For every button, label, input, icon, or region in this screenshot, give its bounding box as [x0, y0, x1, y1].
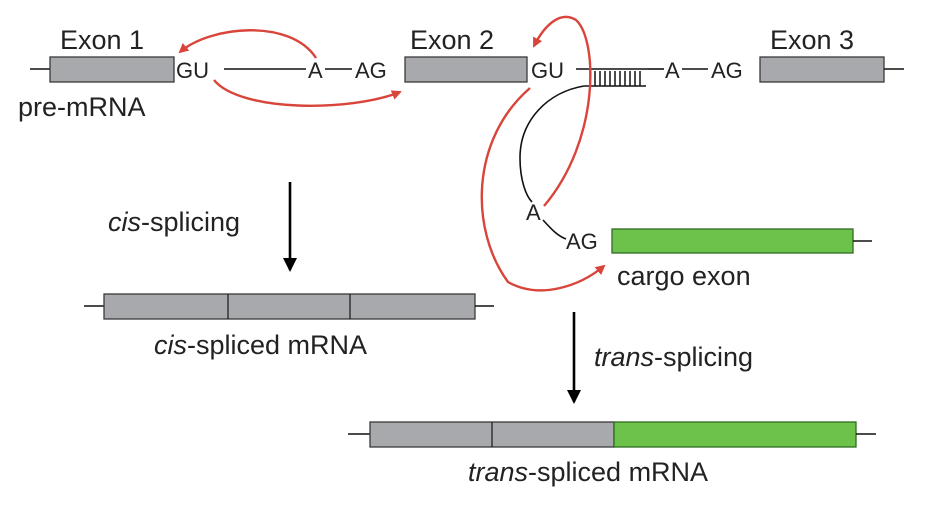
trans-splicing-label: trans-splicing: [594, 342, 753, 372]
gu-site-2: GU: [531, 58, 564, 83]
ag-site-2: AG: [711, 58, 743, 83]
trans-rna-curve-lower: [542, 219, 567, 240]
cargo-exon-label: cargo exon: [617, 261, 751, 291]
trans-ligation-arrow: [480, 87, 606, 292]
exon-1-label: Exon 1: [60, 25, 144, 55]
gu-site-1: GU: [176, 58, 209, 83]
trans-splicing-section: trans-splicing trans-spliced mRNA: [348, 312, 876, 487]
pre-mrna-label: pre-mRNA: [18, 92, 146, 122]
ag-site-1: AG: [355, 58, 387, 83]
red-reaction-arrows: [178, 15, 606, 292]
cargo-exon-box: [611, 228, 854, 254]
trans-branch-attack-arrow: [532, 15, 592, 207]
base-pairing-ladder: [576, 68, 648, 87]
trans-ag-site: AG: [566, 229, 598, 254]
cis-spliced-mrna-label: cis-spliced mRNA: [154, 330, 367, 360]
trans-mrna-green-box: [613, 421, 857, 448]
trans-branch-a: A: [526, 200, 541, 225]
trans-splicing-rna: A AG cargo exon: [519, 85, 872, 291]
cis-ligation-arrow: [213, 79, 402, 107]
pre-mrna-strand: Exon 1 Exon 2 Exon 3 pre-mRNA GU A AG GU…: [18, 25, 904, 122]
cis-splicing-section: cis-splicing cis-spliced mRNA: [84, 182, 494, 360]
exon-1-box: [49, 56, 175, 83]
exon-3-box: [759, 56, 885, 83]
exon-3-label: Exon 3: [770, 25, 854, 55]
trans-rna-curve: [519, 85, 585, 203]
exon-2-label: Exon 2: [410, 25, 494, 55]
trans-spliced-mrna-label: trans-spliced mRNA: [468, 457, 708, 487]
cis-splicing-label: cis-splicing: [108, 207, 240, 237]
branch-a-2: A: [665, 58, 680, 83]
cis-branch-attack-arrow: [178, 29, 318, 59]
branch-a-1: A: [308, 58, 323, 83]
exon-2-box: [404, 56, 528, 83]
cis-mrna-box: [103, 293, 476, 320]
